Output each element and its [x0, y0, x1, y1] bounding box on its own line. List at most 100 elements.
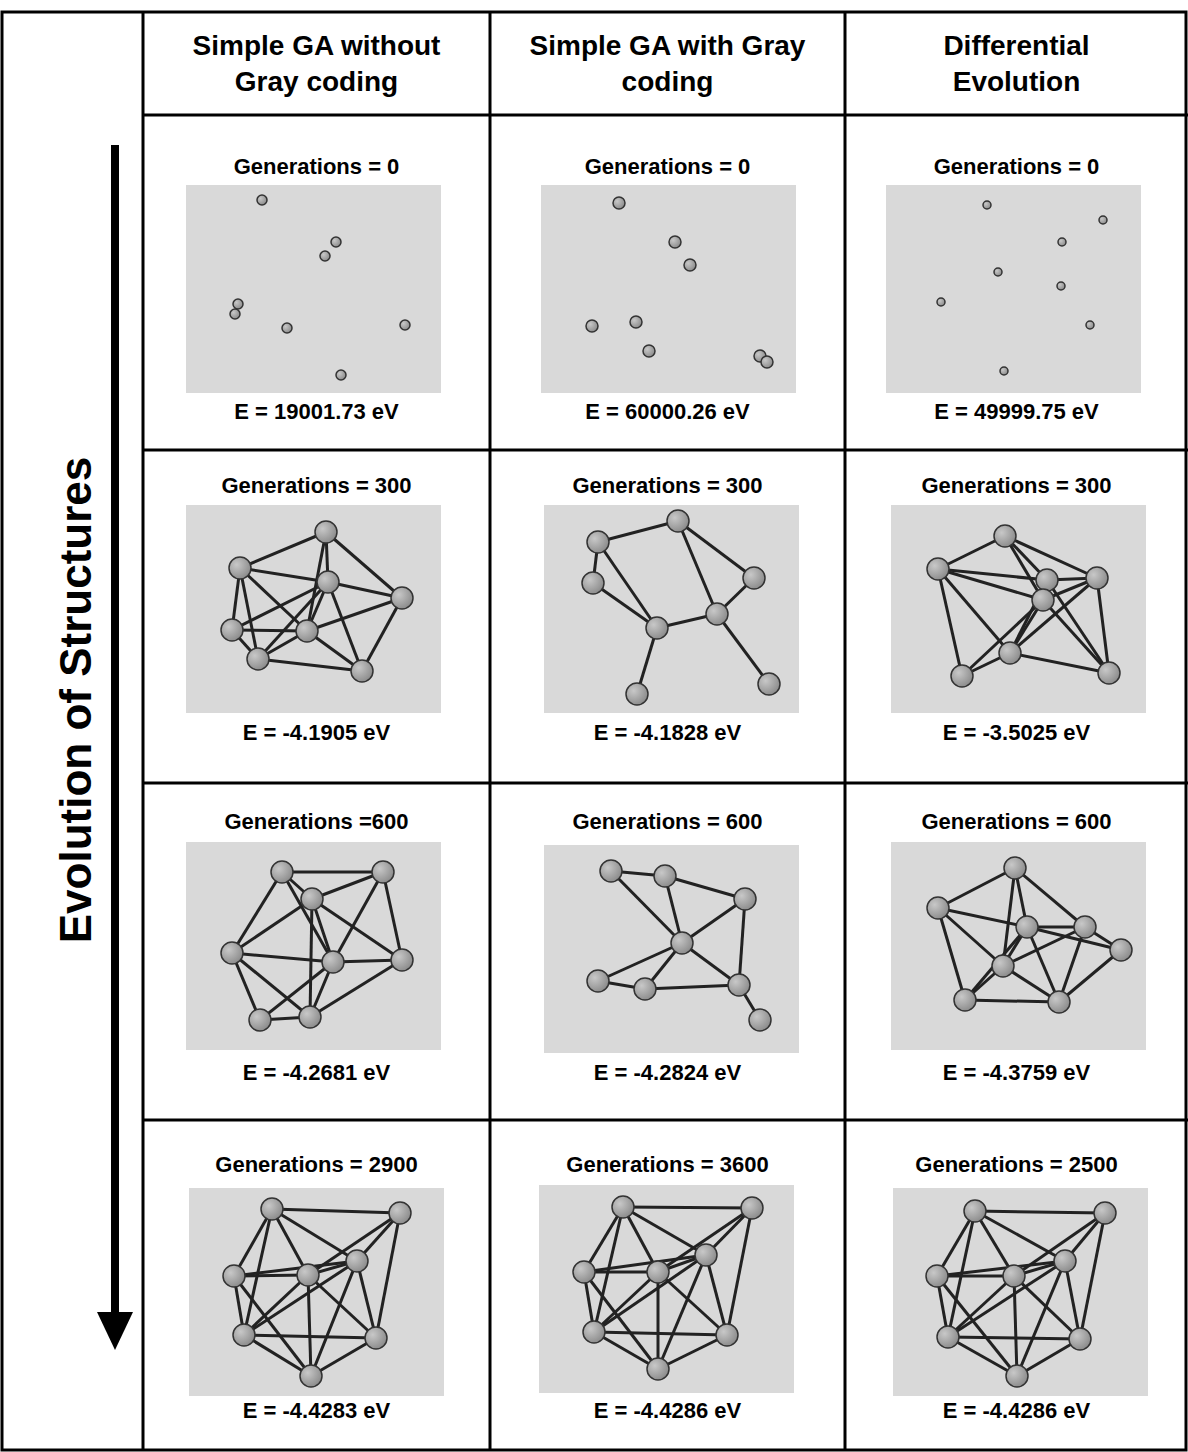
atom: [1004, 857, 1026, 879]
atom: [271, 861, 293, 883]
atom: [1032, 589, 1054, 611]
atom: [301, 888, 323, 910]
result-cell: Generations = 0 E = 60000.26 eV: [492, 117, 843, 448]
atom: [297, 1264, 319, 1286]
atom: [999, 642, 1021, 664]
atom: [1000, 367, 1008, 375]
atom: [582, 572, 604, 594]
atom: [646, 617, 668, 639]
cluster-panel: [891, 505, 1146, 713]
generation-label: Generations = 2500: [847, 1152, 1186, 1178]
result-cell: Generations = 300 E = -4.1905 eV: [145, 452, 488, 781]
bond: [938, 569, 962, 676]
bond: [598, 943, 682, 981]
cluster-panel: [893, 1188, 1148, 1396]
atom: [927, 897, 949, 919]
atom: [671, 932, 693, 954]
energy-label: E = -4.1828 eV: [492, 720, 843, 746]
atom: [365, 1327, 387, 1349]
atom: [992, 955, 1014, 977]
atom: [667, 510, 689, 532]
panel-ground: [541, 185, 796, 393]
energy-label: E = -4.4286 eV: [492, 1398, 843, 1424]
atom: [926, 1265, 948, 1287]
bond: [272, 1209, 357, 1261]
panel-ground: [539, 1185, 794, 1393]
atom: [706, 603, 728, 625]
atom: [372, 861, 394, 883]
atom: [299, 1006, 321, 1028]
cluster-panel: [186, 842, 441, 1050]
cluster-panel: [544, 845, 799, 1053]
atom: [300, 1365, 322, 1387]
table-grid: [2, 12, 1188, 1450]
generation-label: Generations = 0: [847, 154, 1186, 180]
generation-label: Generations = 600: [492, 809, 843, 835]
bond: [739, 899, 745, 985]
cluster-panel: [541, 185, 796, 393]
atom: [937, 1326, 959, 1348]
cluster-panel: [186, 185, 441, 393]
result-cell: Generations = 2900E = -4.4283 eV: [145, 1122, 488, 1450]
cluster-panel: [891, 842, 1146, 1050]
energy-label: E = 49999.75 eV: [847, 399, 1186, 425]
energy-label: E = -4.4286 eV: [847, 1398, 1186, 1424]
atom: [1036, 569, 1058, 591]
result-cell: Generations = 2500 E = -4.4286 eV: [847, 1122, 1186, 1450]
bond: [938, 569, 1043, 600]
atom: [1003, 1265, 1025, 1287]
energy-label: E = -4.4283 eV: [145, 1398, 488, 1424]
atom: [749, 1009, 771, 1031]
bond: [234, 1276, 311, 1376]
atom: [643, 345, 655, 357]
generation-label: Generations = 300: [145, 473, 488, 499]
atom: [322, 951, 344, 973]
generation-label: Generations =600: [145, 809, 488, 835]
atom: [1048, 991, 1070, 1013]
bond: [232, 899, 312, 953]
cluster-panel: [539, 1185, 794, 1393]
atom: [964, 1200, 986, 1222]
bond: [948, 1337, 1017, 1376]
bond: [598, 542, 657, 628]
atom: [634, 978, 656, 1000]
atom: [1086, 567, 1108, 589]
generation-label: Generations = 0: [492, 154, 843, 180]
atom: [587, 531, 609, 553]
atom: [317, 571, 339, 593]
bond: [598, 521, 678, 542]
bond: [1065, 1261, 1080, 1339]
bond: [1059, 950, 1121, 1002]
bond: [965, 927, 1027, 1000]
bond: [678, 521, 717, 614]
header-text: Simple GA without Gray coding: [172, 28, 462, 100]
panel-ground: [186, 505, 441, 713]
atom: [233, 299, 243, 309]
generation-label: Generations = 3600: [492, 1152, 843, 1178]
energy-label: E = -4.1905 eV: [145, 720, 488, 746]
generation-label: Generations = 300: [847, 473, 1186, 499]
atom: [734, 888, 756, 910]
panel-ground: [891, 505, 1146, 713]
atom: [994, 268, 1002, 276]
result-cell: Generations = 600E = -4.2824 eV: [492, 785, 843, 1118]
atom: [1098, 662, 1120, 684]
energy-label: E = -4.2681 eV: [145, 1060, 488, 1086]
bond: [658, 1208, 752, 1272]
generation-label: Generations = 0: [145, 154, 488, 180]
atom: [247, 648, 269, 670]
atom: [351, 660, 373, 682]
bond: [727, 1208, 752, 1335]
bond: [706, 1255, 727, 1335]
bond: [975, 1211, 1105, 1213]
energy-label: E = 60000.26 eV: [492, 399, 843, 425]
atom: [221, 619, 243, 641]
bond: [244, 1275, 308, 1335]
atom: [296, 620, 318, 642]
atom: [1086, 321, 1094, 329]
atom: [249, 1009, 271, 1031]
atom: [954, 989, 976, 1011]
bond: [938, 868, 1015, 908]
atom: [587, 970, 609, 992]
panel-ground: [891, 842, 1146, 1050]
